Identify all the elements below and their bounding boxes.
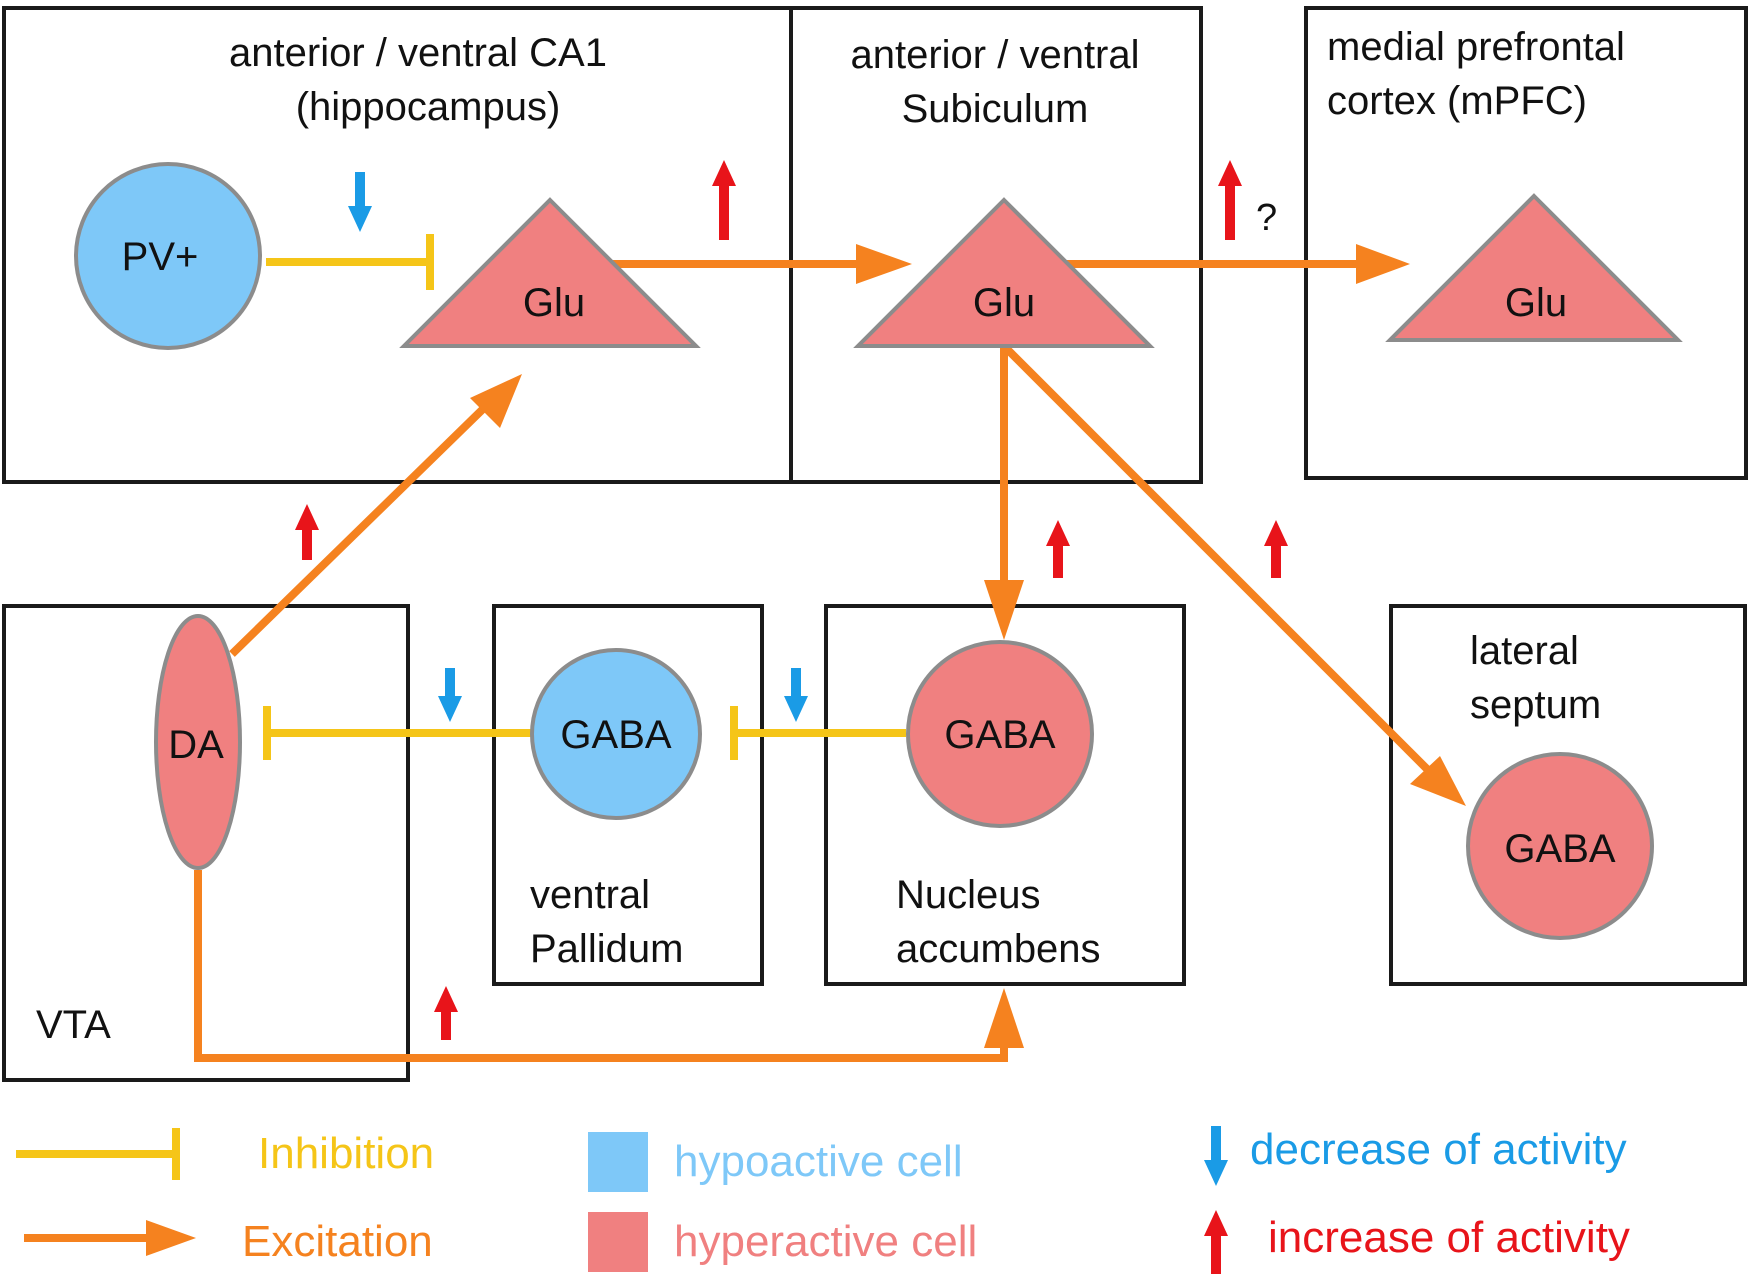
ca1-title-line2: (hippocampus) <box>296 85 561 129</box>
region-box-vta <box>2 604 410 1082</box>
legend-decrease-arrow-icon <box>1204 1126 1228 1186</box>
legend-excitation-label: Excitation <box>242 1217 433 1266</box>
legend-hyperactive-swatch <box>588 1212 648 1272</box>
decrease-arrow-icon <box>438 668 462 722</box>
excitation-subiculum-to-nac <box>984 346 1024 640</box>
svg-text:Glu: Glu <box>973 281 1035 325</box>
nac-label-line2: accumbens <box>896 927 1101 971</box>
cell-subiculum-glu: Glu <box>853 197 1155 348</box>
increase-arrow-icon <box>1218 160 1242 240</box>
legend: Inhibition Excitation hypoactive cell hy… <box>16 1125 1630 1274</box>
cell-vta-da: DA <box>154 614 242 870</box>
ca1-title-line1: anterior / ventral CA1 <box>229 31 607 75</box>
cell-vp-gaba: GABA <box>530 648 702 820</box>
decrease-arrow-icon <box>348 172 372 232</box>
mpfc-title-line1: medial prefrontal <box>1327 25 1625 69</box>
inhibition-vp-to-da <box>263 706 532 760</box>
cell-mpfc-glu: Glu <box>1385 193 1683 342</box>
cell-ca1-pv: PV+ <box>74 162 262 350</box>
subiculum-title-line2: Subiculum <box>902 87 1089 131</box>
region-box-mpfc <box>1304 6 1748 480</box>
mpfc-title-line2: cortex (mPFC) <box>1327 79 1587 123</box>
svg-text:Glu: Glu <box>523 281 585 325</box>
excitation-subiculum-to-mpfc <box>1062 244 1410 284</box>
vp-label-line1: ventral <box>530 873 650 917</box>
excitation-da-to-ca1 <box>229 374 522 657</box>
legend-excitation-symbol <box>24 1220 196 1256</box>
excitation-subiculum-to-septum <box>1001 343 1466 806</box>
svg-text:GABA: GABA <box>1504 827 1615 871</box>
svg-text:GABA: GABA <box>944 713 1055 757</box>
subiculum-title-line1: anterior / ventral <box>850 33 1139 77</box>
region-box-subiculum <box>789 6 1203 484</box>
svg-text:PV+: PV+ <box>122 235 199 279</box>
inhibition-pv-to-glu <box>266 234 434 290</box>
inhibition-nac-to-vp <box>730 706 906 760</box>
decrease-arrow-icon <box>784 668 808 722</box>
legend-inhibition-label: Inhibition <box>258 1129 434 1178</box>
increase-arrow-icon <box>712 160 736 240</box>
svg-text:DA: DA <box>168 723 224 767</box>
svg-text:GABA: GABA <box>560 713 671 757</box>
nac-label-line1: Nucleus <box>896 873 1041 917</box>
increase-arrow-icon <box>1046 520 1070 578</box>
cell-nac-gaba: GABA <box>906 640 1094 828</box>
ls-label-line1: lateral <box>1470 629 1579 673</box>
excitation-ca1-to-subiculum <box>600 244 912 284</box>
excitation-da-to-nac <box>194 870 1024 1062</box>
cell-ca1-glu: Glu <box>399 197 701 348</box>
ls-label-line2: septum <box>1470 683 1601 727</box>
legend-decrease-label: decrease of activity <box>1250 1125 1627 1174</box>
svg-text:Glu: Glu <box>1505 281 1567 325</box>
vta-label: VTA <box>36 1003 111 1047</box>
legend-hyperactive-label: hyperactive cell <box>674 1217 977 1266</box>
increase-arrow-icon <box>295 504 319 560</box>
region-box-ventral-pallidum <box>492 604 764 986</box>
increase-arrow-icon <box>434 986 458 1040</box>
legend-hypoactive-swatch <box>588 1132 648 1192</box>
legend-inhibition-symbol <box>16 1128 180 1180</box>
legend-increase-label: increase of activity <box>1268 1213 1630 1262</box>
vp-label-line2: Pallidum <box>530 927 683 971</box>
legend-increase-arrow-icon <box>1204 1210 1228 1274</box>
region-box-lateral-septum <box>1389 604 1747 986</box>
cell-septum-gaba: GABA <box>1466 752 1654 940</box>
legend-hypoactive-label: hypoactive cell <box>674 1137 963 1186</box>
uncertain-mark: ? <box>1256 197 1277 239</box>
increase-arrow-icon <box>1264 520 1288 578</box>
